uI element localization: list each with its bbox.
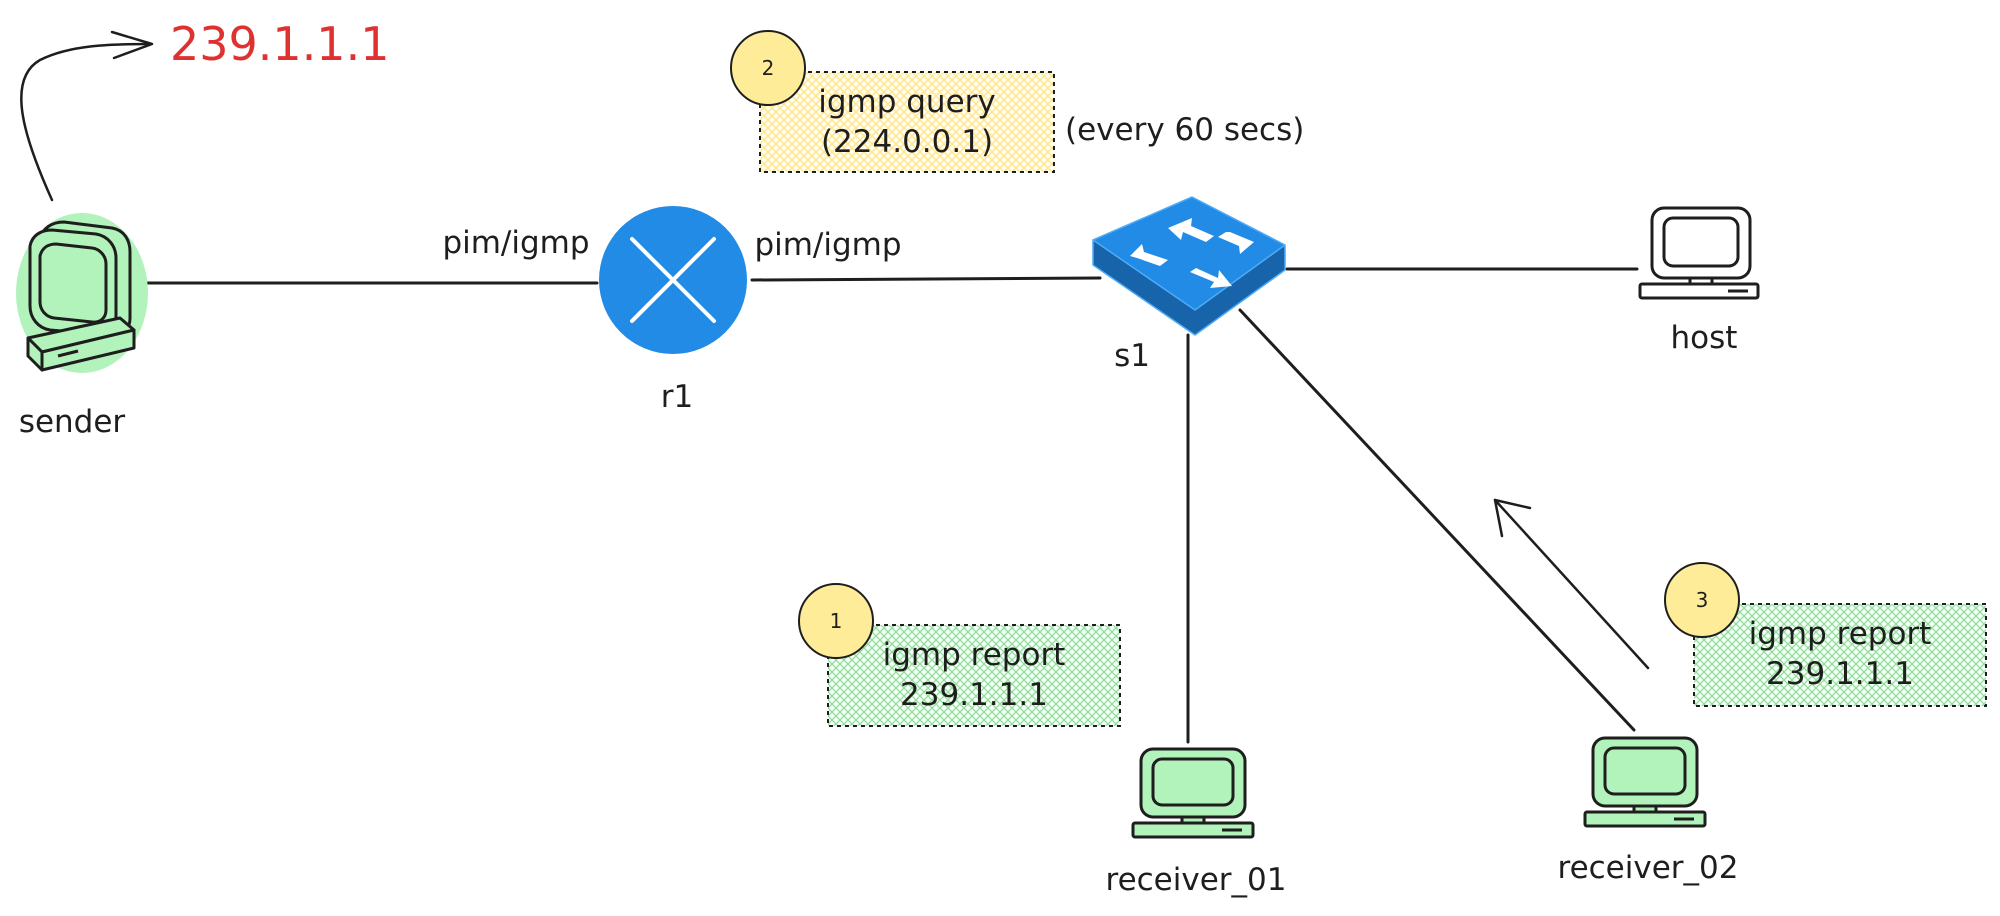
igmp-report-01-line-1: igmp report	[883, 637, 1066, 673]
step-badge-3	[1664, 562, 1740, 638]
igmp-query-interval: (every 60 secs)	[1065, 112, 1304, 148]
link-label-r1-s1: pim/igmp	[754, 227, 901, 263]
host-label: host	[1671, 320, 1738, 356]
sender-label: sender	[19, 404, 126, 440]
s1-node[interactable]: s1	[1092, 196, 1286, 374]
multicast-send-arrow	[20, 30, 154, 202]
igmp-query-line-2: (224.0.0.1)	[821, 124, 993, 160]
receiver-01-node[interactable]: receiver_01	[1106, 747, 1287, 898]
sender-node[interactable]: sender	[16, 213, 148, 440]
switch-icon	[1092, 196, 1286, 336]
host-node[interactable]: host	[1638, 206, 1760, 356]
computer-icon	[1131, 747, 1255, 839]
monitor-icon	[16, 213, 148, 373]
receiver-02-node[interactable]: receiver_02	[1558, 736, 1739, 886]
r1-label: r1	[661, 379, 693, 415]
receiver-02-label: receiver_02	[1558, 850, 1739, 886]
link-s1-receiver-02	[1238, 308, 1636, 732]
igmp-query-line-1: igmp query	[818, 84, 996, 120]
igmp-report-01-note: igmp report 239.1.1.1 1	[798, 583, 1121, 727]
link-label-sender-r1: pim/igmp	[442, 225, 589, 261]
igmp-report-02-note: igmp report 239.1.1.1 3	[1664, 562, 1987, 707]
igmp-report-02-line-1: igmp report	[1749, 616, 1932, 652]
computer-icon	[1638, 206, 1760, 300]
multicast-address: 239.1.1.1	[170, 17, 389, 71]
connections	[145, 267, 1639, 744]
link-r1-s1	[750, 276, 1102, 282]
report-direction-arrow	[1493, 498, 1650, 670]
router-icon	[599, 206, 747, 354]
step-number-1: 1	[830, 609, 843, 633]
step-badge-1	[798, 583, 874, 659]
step-badge-2	[730, 30, 806, 106]
r1-node[interactable]: r1	[599, 206, 747, 415]
igmp-report-01-line-2: 239.1.1.1	[900, 677, 1048, 713]
step-number-2: 2	[762, 56, 775, 80]
computer-icon	[1583, 736, 1707, 828]
receiver-01-label: receiver_01	[1106, 862, 1287, 898]
igmp-report-02-line-2: 239.1.1.1	[1766, 656, 1914, 692]
s1-label: s1	[1114, 338, 1150, 374]
step-number-3: 3	[1696, 588, 1709, 612]
igmp-query-note: igmp query (224.0.0.1) 2	[730, 30, 1055, 173]
